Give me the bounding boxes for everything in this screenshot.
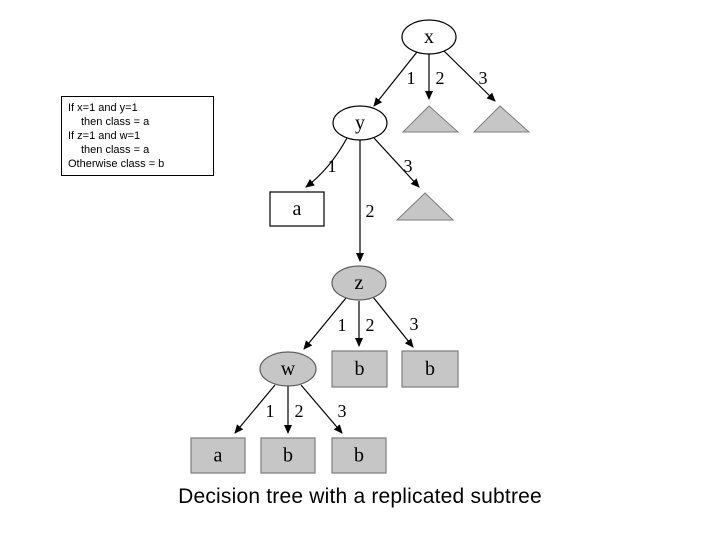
node-label-leaf-b-bottom-1: b <box>283 445 293 467</box>
node-leaf-b-mid-1 <box>331 350 388 388</box>
node-label-leaf-b-mid-2: b <box>425 358 435 380</box>
node-subtree-3-icon <box>395 192 455 221</box>
edge-label-z-leaf-b-mid-1: 2 <box>366 315 375 335</box>
edge-w-leaf-a-bottom <box>234 384 276 434</box>
node-w <box>259 351 317 387</box>
edge-label-y-z: 2 <box>366 201 375 221</box>
node-label-leaf-b-bottom-2: b <box>354 445 364 467</box>
node-leaf-a-top <box>269 191 325 227</box>
edge-label-y-subtree-3: 3 <box>404 156 413 176</box>
node-subtree-1-icon <box>401 105 460 133</box>
rule-line: then class = a <box>81 144 150 156</box>
edge-y-subtree-3 <box>373 137 420 188</box>
edge-w-leaf-b-bottom-2 <box>300 384 343 434</box>
edge-label-y-leaf-a-top: 1 <box>328 156 337 176</box>
edge-label-x-y: 1 <box>407 68 416 88</box>
node-z <box>331 265 387 301</box>
node-label-leaf-b-mid-1: b <box>355 358 365 380</box>
node-leaf-b-mid-2 <box>401 350 459 388</box>
edge-z-w <box>303 297 347 350</box>
node-leaf-b-bottom-1 <box>260 437 316 474</box>
node-label-w: w <box>281 358 296 380</box>
node-label-x: x <box>424 26 434 48</box>
edge-label-w-leaf-a-bottom: 1 <box>266 401 275 421</box>
rule-line: Otherwise class = b <box>68 158 165 170</box>
edge-z-leaf-b-mid-2 <box>372 296 414 348</box>
rule-line: then class = a <box>81 116 150 128</box>
node-label-leaf-a-bottom: a <box>214 445 223 467</box>
edge-label-z-w: 1 <box>338 315 347 335</box>
rule-line: If z=1 and w=1 <box>68 130 141 142</box>
node-label-z: z <box>355 272 364 294</box>
rules-box: If x=1 and y=1 then class = a If z=1 and… <box>61 96 214 176</box>
edge-label-w-leaf-b-bottom-2: 3 <box>338 401 347 421</box>
node-y <box>332 105 388 141</box>
slide-caption: Decision tree with a replicated subtree <box>178 485 542 508</box>
node-x <box>401 19 457 55</box>
node-label-leaf-a-top: a <box>293 198 302 220</box>
edge-y-leaf-a-top <box>305 137 348 188</box>
edge-label-w-leaf-b-bottom-1: 2 <box>295 401 304 421</box>
node-leaf-b-bottom-2 <box>331 437 387 474</box>
node-leaf-a-bottom <box>190 437 246 474</box>
edge-x-y <box>373 51 418 107</box>
edge-label-x-subtree-1: 2 <box>436 68 445 88</box>
node-subtree-2-icon <box>472 105 531 133</box>
edge-label-z-leaf-b-mid-2: 3 <box>410 314 419 334</box>
rule-line: If x=1 and y=1 <box>68 102 138 114</box>
edge-label-x-subtree-2: 3 <box>479 68 488 88</box>
node-label-y: y <box>355 112 365 134</box>
edge-x-subtree-2 <box>443 50 496 102</box>
